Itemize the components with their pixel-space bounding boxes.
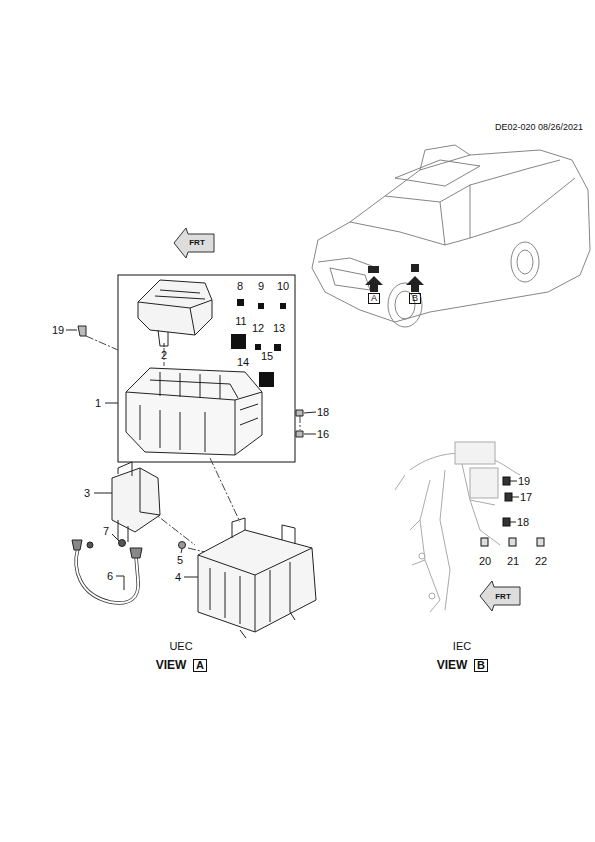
fuse-box-cover xyxy=(138,280,212,346)
callout-number: 14 xyxy=(237,357,249,368)
callout-number: 11 xyxy=(235,316,246,327)
callout-number: 19 xyxy=(518,476,530,487)
callout-number: 17 xyxy=(520,492,532,503)
assembly-frame xyxy=(118,275,295,462)
wiring-harness xyxy=(395,442,520,612)
callout-number: 4 xyxy=(175,572,181,583)
view-letter: A xyxy=(193,659,207,672)
vehicle-outline xyxy=(312,145,590,327)
assembly-guide xyxy=(86,336,300,552)
fastener xyxy=(179,542,186,549)
callout-number: 8 xyxy=(237,281,243,292)
front-arrow-text: FRT xyxy=(495,593,511,601)
callout-number: 9 xyxy=(258,281,264,292)
drawing-id: DE02-020 08/26/2021 xyxy=(495,123,583,132)
terminal-clip xyxy=(78,326,303,437)
view-title: VIEW xyxy=(437,659,468,671)
view-marker: A xyxy=(368,293,380,304)
callout-number: 7 xyxy=(103,526,109,537)
callout-number: 19 xyxy=(52,325,64,336)
callout-number: 6 xyxy=(107,571,113,582)
view-letter: B xyxy=(474,659,488,672)
callout-number: 3 xyxy=(84,488,90,499)
fuse-box-base xyxy=(126,368,262,455)
front-arrow-text: FRT xyxy=(189,239,205,247)
leader-line xyxy=(66,330,519,590)
fuse-box-tray xyxy=(198,518,316,638)
callout-number: 2 xyxy=(161,350,167,361)
view-marker: B xyxy=(409,293,421,304)
callout-number: 15 xyxy=(261,351,273,362)
mounting-bracket xyxy=(112,462,160,542)
front-arrow xyxy=(480,581,520,611)
location-markers xyxy=(365,264,424,292)
view-title: VIEW xyxy=(156,659,187,671)
callout-number: 16 xyxy=(317,429,329,440)
callout-number: 1 xyxy=(95,398,101,409)
battery-cable xyxy=(72,540,142,604)
callout-number: 18 xyxy=(317,407,329,418)
callout-number: 18 xyxy=(517,517,529,528)
callout-number: 21 xyxy=(507,556,519,567)
front-arrow xyxy=(174,228,214,258)
callout-number: 13 xyxy=(273,323,285,334)
callout-number: 20 xyxy=(479,556,491,567)
relay-fuse-part xyxy=(481,477,544,546)
callout-number: 12 xyxy=(252,323,264,334)
view-caption: IEC xyxy=(453,641,471,652)
callout-number: 10 xyxy=(277,281,289,292)
callout-number: 22 xyxy=(535,556,547,567)
view-caption: UEC xyxy=(169,641,192,652)
callout-number: 5 xyxy=(177,555,183,566)
